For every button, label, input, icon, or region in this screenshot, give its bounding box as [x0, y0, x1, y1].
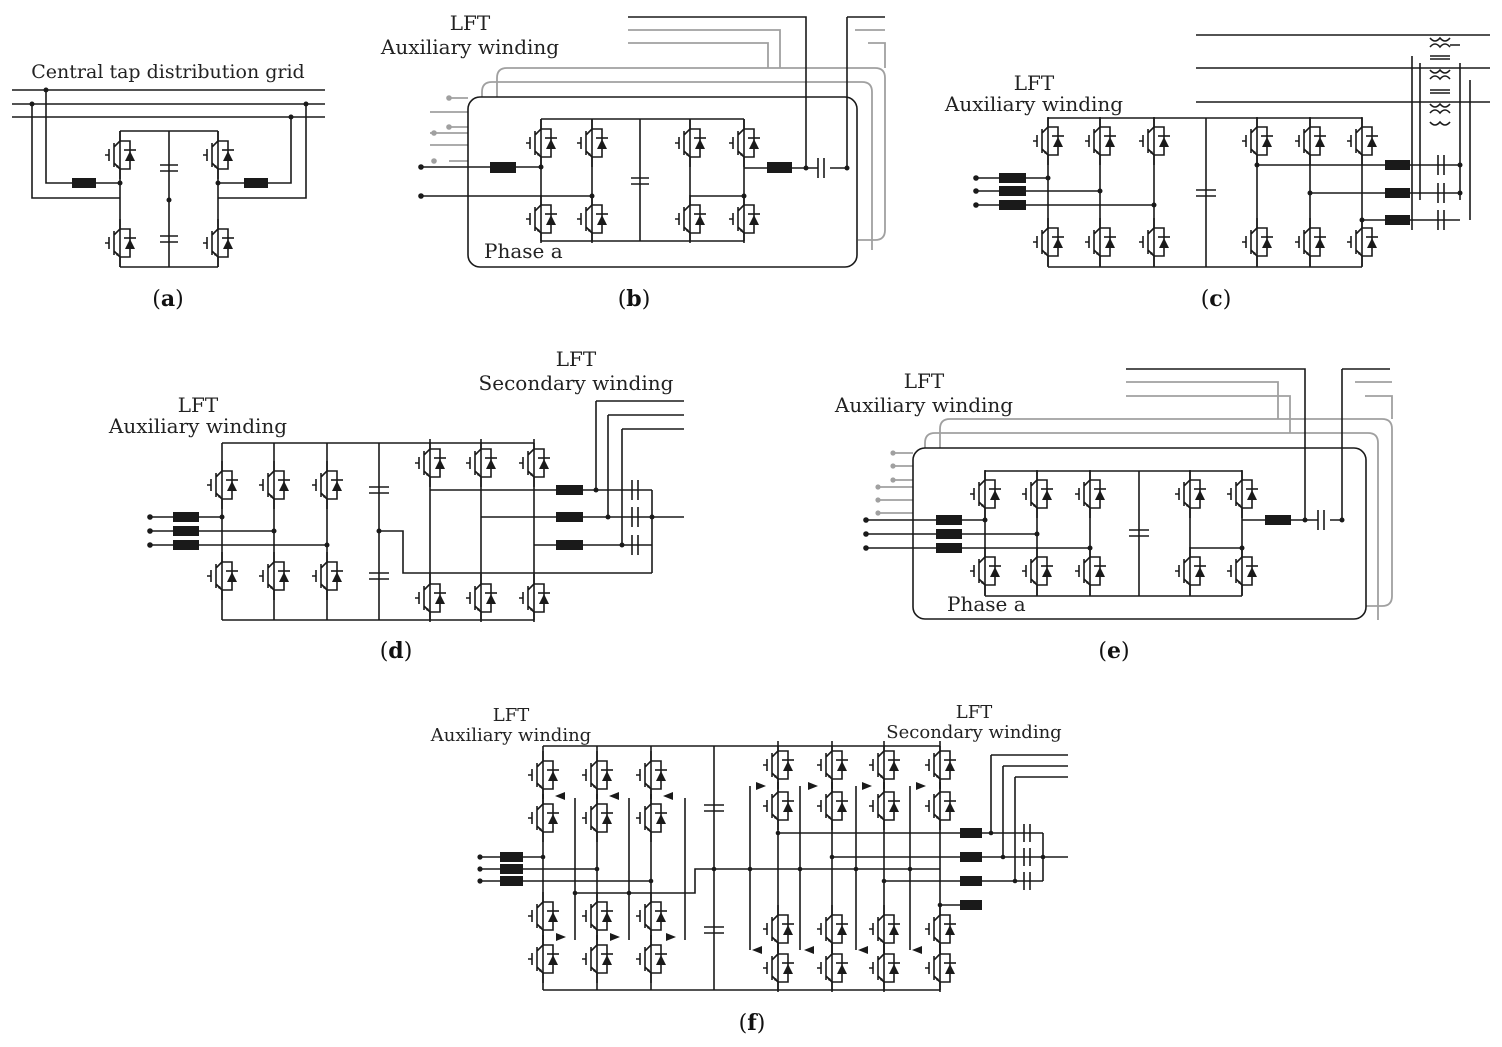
lft-label-e: LFT — [904, 369, 945, 393]
inductor-icon — [173, 485, 583, 550]
aux-winding-label-c: Auxiliary winding — [944, 92, 1123, 116]
caption-f: (f) — [739, 1010, 766, 1036]
caption-d: (d) — [380, 638, 413, 664]
caption-c: (c) — [1201, 286, 1232, 312]
panel-b: LFT Auxiliary winding Phase a (b) — [380, 11, 886, 312]
caption-e: (e) — [1098, 638, 1129, 664]
aux-winding-label-b: Auxiliary winding — [380, 35, 559, 59]
lft-label-d: LFT — [178, 393, 219, 417]
inductor-icon — [936, 515, 1291, 553]
phase-a-label-e: Phase a — [947, 592, 1026, 616]
capacitor-icon — [1129, 510, 1325, 537]
lft-label-f: LFT — [493, 705, 529, 726]
grid-label: Central tap distribution grid — [31, 61, 304, 83]
lft-label-d2: LFT — [556, 347, 597, 371]
inductor-icon — [244, 178, 268, 188]
panel-d: LFT Auxiliary winding LFT Secondary wind… — [108, 347, 684, 664]
aux-winding-label-f: Auxiliary winding — [430, 725, 591, 746]
aux-winding-label-e: Auxiliary winding — [834, 393, 1013, 417]
capacitor-icon — [160, 164, 178, 243]
inductor-icon — [999, 160, 1410, 225]
phase-a-label-b: Phase a — [484, 239, 563, 263]
panel-a: Central tap distribution grid (a) — [12, 61, 325, 312]
capacitor-icon — [1196, 155, 1445, 230]
capacitor-icon — [631, 158, 825, 185]
inductor-icon — [500, 828, 982, 910]
lft-label-f2: LFT — [956, 702, 992, 723]
inductor-icon — [72, 178, 96, 188]
panel-e: LFT Auxiliary winding Phase a (e) — [834, 368, 1393, 664]
lft-label-b: LFT — [450, 11, 491, 35]
transformer-icon — [1429, 36, 1451, 126]
diode-icon — [555, 782, 926, 954]
capacitor-icon — [369, 480, 639, 580]
aux-winding-label-d: Auxiliary winding — [108, 414, 287, 438]
inductor-icon — [490, 162, 792, 173]
panel-c: LFT Auxiliary winding (c) — [944, 34, 1490, 312]
capacitor-icon — [704, 804, 1031, 934]
panel-f: LFT Auxiliary winding LFT Secondary wind… — [430, 702, 1068, 1036]
secondary-winding-label-d: Secondary winding — [479, 371, 674, 395]
caption-a: (a) — [152, 286, 183, 312]
secondary-winding-label-f: Secondary winding — [886, 722, 1061, 743]
lft-label-c: LFT — [1014, 71, 1055, 95]
caption-b: (b) — [618, 286, 651, 312]
